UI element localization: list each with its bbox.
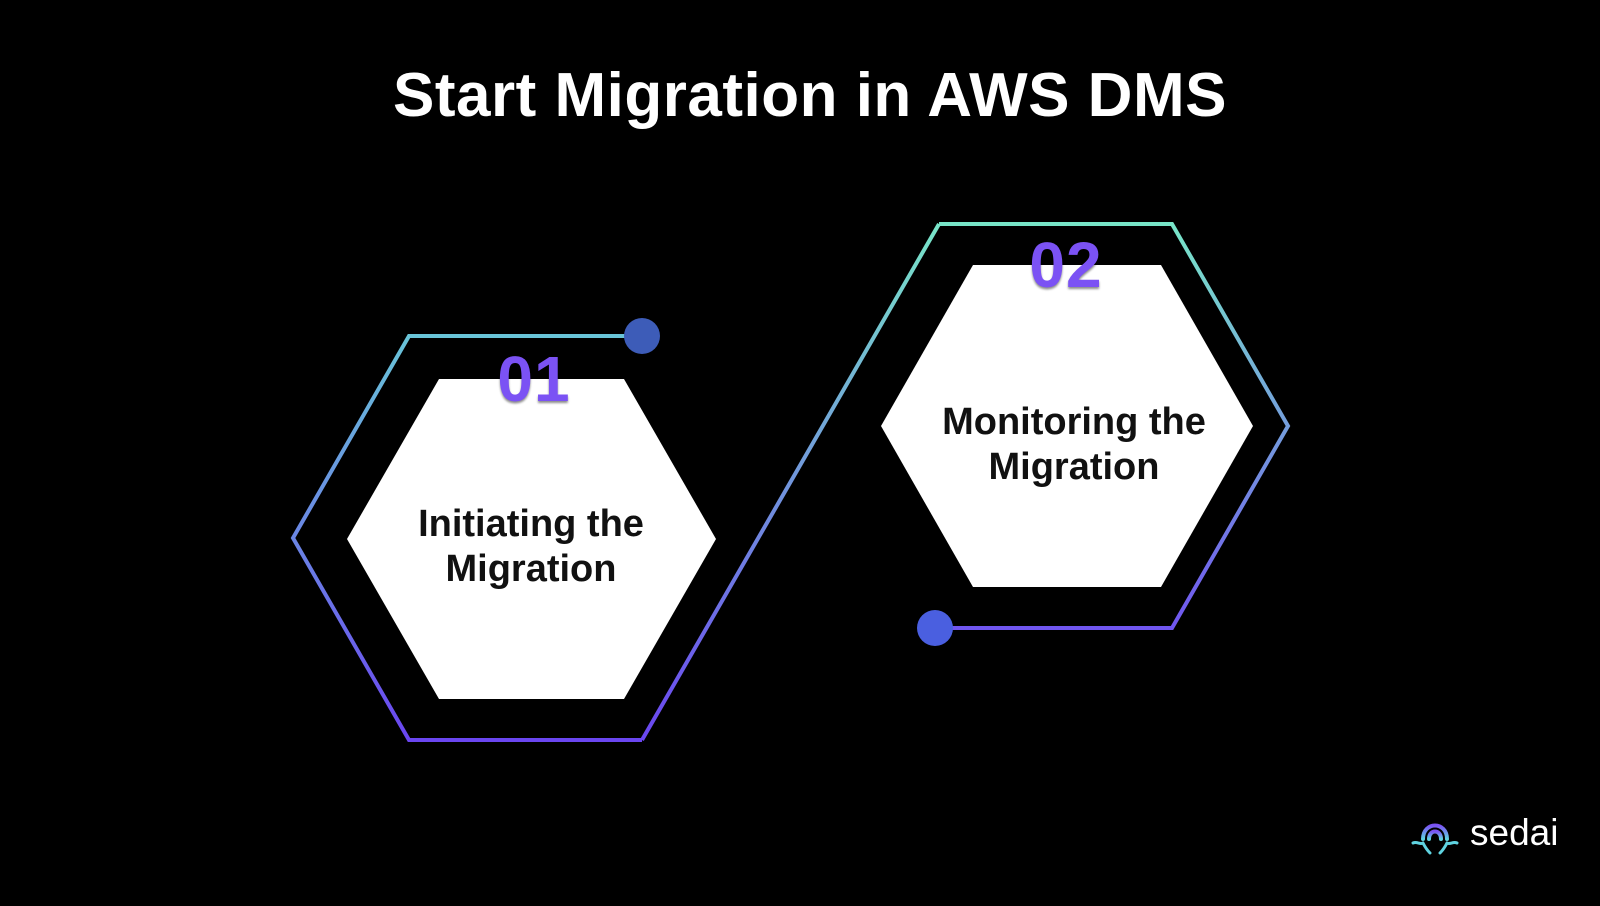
step-2-hexagon bbox=[881, 265, 1253, 587]
step-2-number: 02 bbox=[1029, 229, 1103, 301]
connector-line bbox=[640, 223, 941, 741]
sedai-logo-icon bbox=[1411, 823, 1459, 855]
connector-dot-1 bbox=[624, 318, 660, 354]
page-title: Start Migration in AWS DMS bbox=[393, 61, 1227, 130]
step-2-label: Monitoring the Migration bbox=[942, 401, 1206, 488]
step-2-outline bbox=[935, 222, 1291, 630]
brand-name: sedai bbox=[1470, 812, 1559, 853]
connector-dot-2 bbox=[917, 610, 953, 646]
step-1-outline bbox=[290, 334, 642, 742]
step-1-label: Initiating the Migration bbox=[418, 503, 644, 590]
step-1-number: 01 bbox=[497, 343, 571, 415]
step-1-hexagon bbox=[347, 379, 716, 699]
brand-logo: sedai bbox=[1410, 808, 1558, 858]
